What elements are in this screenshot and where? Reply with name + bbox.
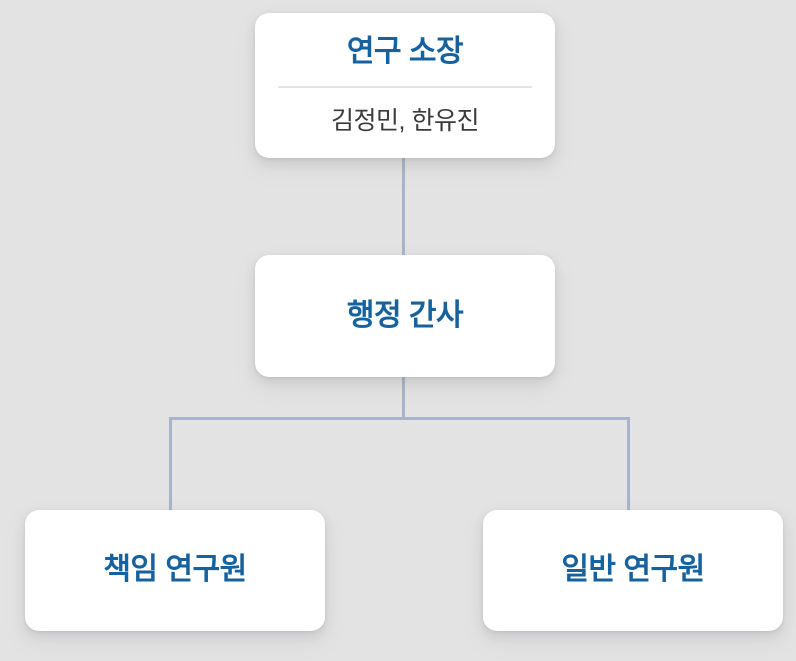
node-general-researcher-title: 일반 연구원: [561, 553, 705, 587]
node-director-divider: [278, 85, 532, 88]
node-admin-secretary-title: 행정 간사: [346, 298, 464, 332]
connector-admin-stem: [402, 376, 405, 419]
connector-director-to-admin: [402, 157, 405, 256]
node-senior-researcher[interactable]: 책임 연구원: [25, 510, 325, 631]
connector-sibling-bar: [169, 417, 630, 420]
node-director-members: 김정민, 한유진: [331, 106, 479, 135]
node-director[interactable]: 연구 소장 김정민, 한유진: [255, 13, 555, 158]
connector-to-general-researcher: [627, 417, 630, 511]
node-director-title: 연구 소장: [346, 35, 464, 68]
node-senior-researcher-title: 책임 연구원: [103, 553, 247, 587]
node-admin-secretary[interactable]: 행정 간사: [255, 255, 555, 377]
connector-to-senior-researcher: [169, 417, 172, 511]
node-general-researcher[interactable]: 일반 연구원: [483, 510, 783, 631]
